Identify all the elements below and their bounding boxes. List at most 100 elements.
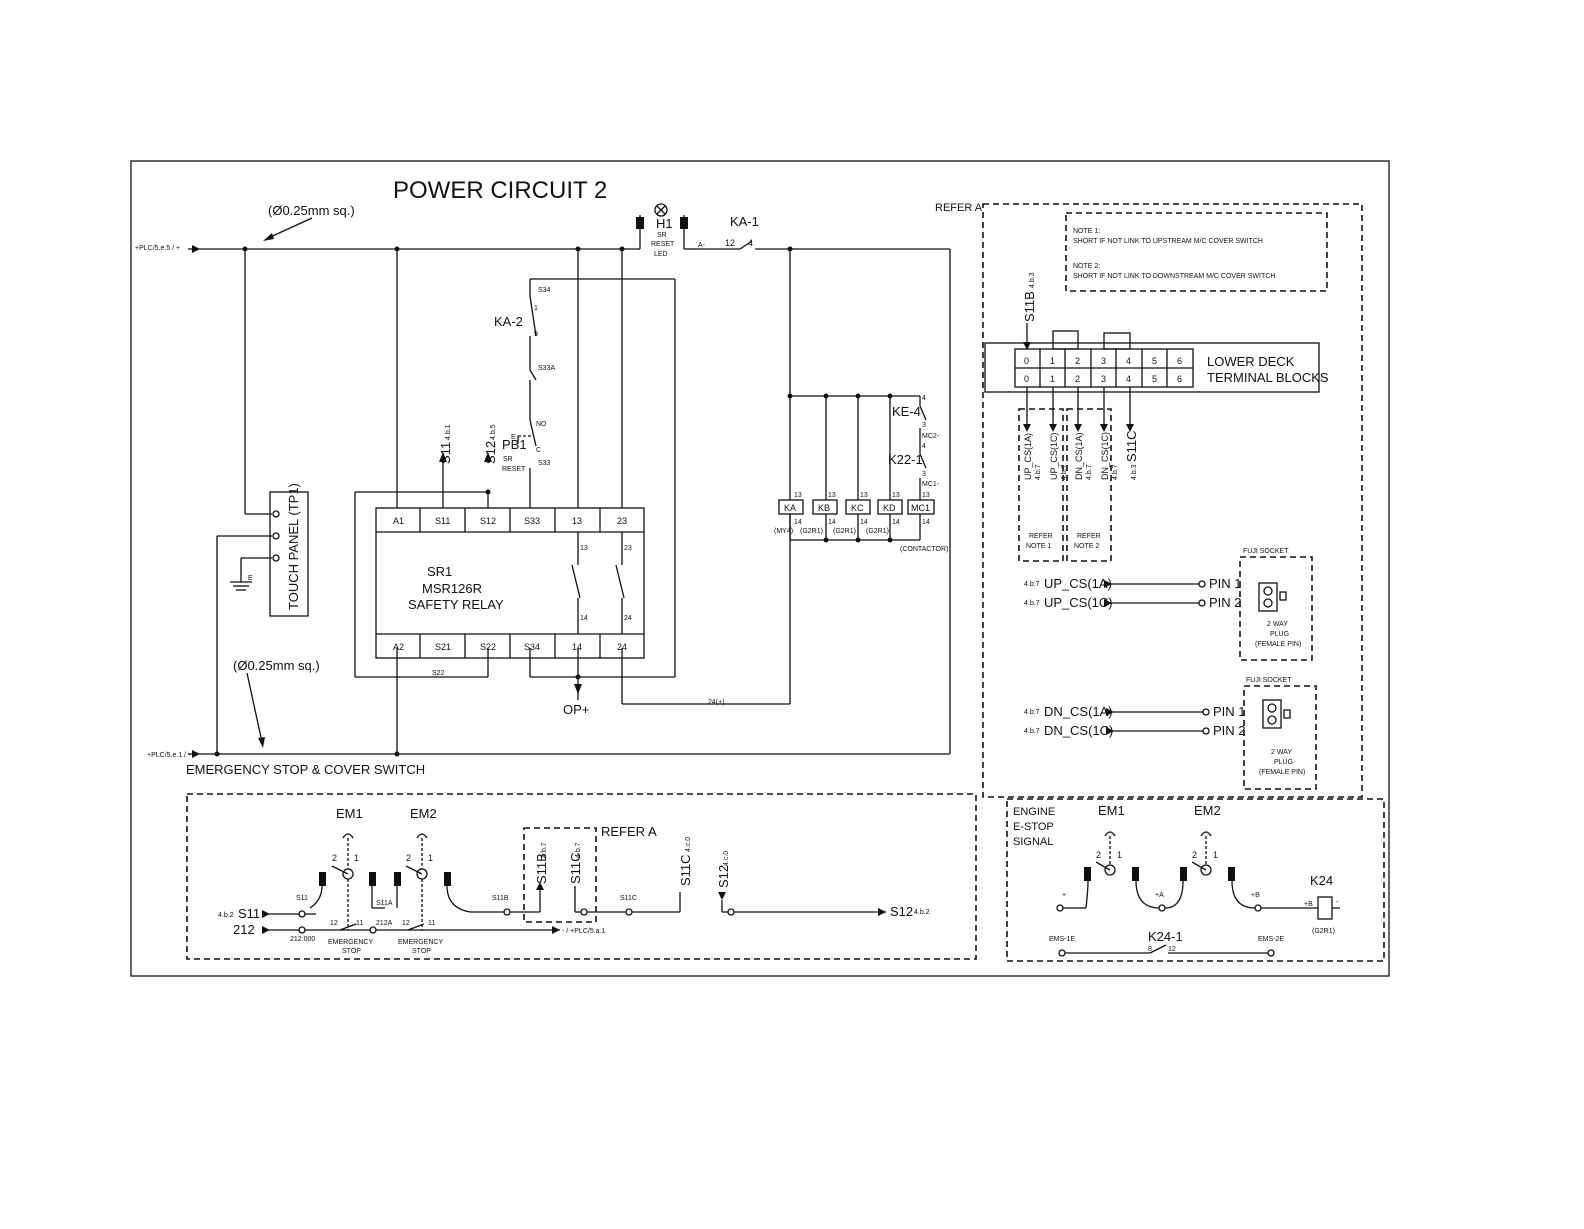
svg-text:SIGNAL: SIGNAL <box>1013 836 1053 848</box>
svg-text:NOTE 1:: NOTE 1: <box>1073 228 1100 235</box>
wire-spec-bottom: (Ø0.25mm sq.) <box>233 658 320 673</box>
notes-box: NOTE 1: SHORT IF NOT LINK TO UPSTREAM M/… <box>1065 212 1328 292</box>
svg-text:A1: A1 <box>393 516 404 526</box>
svg-text:4: 4 <box>1126 356 1131 366</box>
svg-text:S11B: S11B <box>1022 291 1037 322</box>
svg-text:KE-4: KE-4 <box>892 404 921 419</box>
svg-text:A-: A- <box>698 242 706 249</box>
svg-text:(G2R1): (G2R1) <box>833 528 856 535</box>
svg-text:+B: +B <box>1304 901 1313 908</box>
svg-text:S11B: S11B <box>492 895 509 902</box>
engine-estop-circuit: ENGINE E-STOP SIGNAL EM1 EM2 2 1 2 1 + +… <box>1013 803 1340 957</box>
svg-text:4.b.7: 4.b.7 <box>1024 709 1040 716</box>
svg-text:14: 14 <box>828 519 836 526</box>
minus-bus-ref: +PLC/5.e.1 / - <box>147 752 191 759</box>
svg-text:1: 1 <box>354 853 359 863</box>
svg-text:2: 2 <box>1096 850 1101 860</box>
svg-text:0: 0 <box>1024 356 1029 366</box>
svg-text:TERMINAL BLOCKS: TERMINAL BLOCKS <box>1207 370 1329 385</box>
svg-text:PIN 2: PIN 2 <box>1213 723 1246 738</box>
svg-text:MC1: MC1 <box>911 503 930 513</box>
coil-bank: KA KB KC KD MC1 13 13 13 13 13 14 14 14 … <box>774 393 948 553</box>
svg-text:PB1: PB1 <box>502 437 527 452</box>
svg-text:UP_CS(1C): UP_CS(1C) <box>1044 595 1113 610</box>
svg-text:14: 14 <box>922 519 930 526</box>
svg-text:K24: K24 <box>1310 873 1333 888</box>
svg-text:13: 13 <box>572 516 582 526</box>
svg-text:(CONTACTOR): (CONTACTOR) <box>900 546 948 553</box>
svg-text:UP_CS(1A): UP_CS(1A) <box>1023 433 1033 480</box>
svg-text:3: 3 <box>922 471 926 478</box>
svg-text:3: 3 <box>1101 374 1106 384</box>
svg-text:14: 14 <box>580 615 588 622</box>
wire-spec-top: (Ø0.25mm sq.) <box>268 203 355 218</box>
svg-text:4.b.7: 4.b.7 <box>1024 728 1040 735</box>
svg-text:2 WAY: 2 WAY <box>1271 749 1292 756</box>
svg-text:REFER: REFER <box>1029 533 1053 540</box>
ka1-contact: KA-1 12 4 <box>725 214 759 250</box>
svg-text:12: 12 <box>330 920 338 927</box>
svg-text:K22-1: K22-1 <box>888 452 923 467</box>
svg-text:1: 1 <box>1050 374 1055 384</box>
svg-text:MC2-: MC2- <box>922 433 940 440</box>
relay-name: SAFETY RELAY <box>408 597 504 612</box>
svg-text:4.c.0: 4.c.0 <box>723 851 730 866</box>
svg-text:2: 2 <box>1075 374 1080 384</box>
svg-text:K24-1: K24-1 <box>1148 929 1183 944</box>
svg-text:KC: KC <box>851 503 864 513</box>
svg-text:13: 13 <box>860 492 868 499</box>
svg-text:1: 1 <box>1050 356 1055 366</box>
svg-text:S11: S11 <box>435 516 450 526</box>
svg-text:S22: S22 <box>432 670 445 677</box>
svg-text:EMERGENCY: EMERGENCY <box>398 939 443 946</box>
svg-text:KB: KB <box>818 503 830 513</box>
svg-text:9: 9 <box>534 331 538 338</box>
svg-text:REFER A: REFER A <box>601 824 657 839</box>
refer-a-label: REFER A <box>935 202 983 214</box>
svg-text:S22: S22 <box>480 642 496 652</box>
svg-text:SR: SR <box>657 232 667 239</box>
svg-text:EM1: EM1 <box>336 806 363 821</box>
svg-text:1: 1 <box>1117 850 1122 860</box>
svg-text:4: 4 <box>922 443 926 450</box>
svg-text:(MY4): (MY4) <box>774 528 793 535</box>
svg-text:SHORT IF NOT LINK TO DOWNSTREA: SHORT IF NOT LINK TO DOWNSTREAM M/C COVE… <box>1073 273 1275 280</box>
svg-text:RESET: RESET <box>502 466 526 473</box>
sheet-border <box>130 160 1390 977</box>
svg-text:4.b.7: 4.b.7 <box>575 842 582 858</box>
svg-text:4: 4 <box>922 395 926 402</box>
svg-text:A2: A2 <box>393 642 404 652</box>
fuji-socket-upstream: FUJI SOCKET 2 WAY PLUG (FEMALE PIN) 4.b.… <box>1024 548 1313 661</box>
svg-text:2: 2 <box>406 853 411 863</box>
svg-text:11: 11 <box>428 920 435 927</box>
svg-text:(FEMALE PIN): (FEMALE PIN) <box>1255 641 1301 648</box>
svg-text:S33A: S33A <box>538 365 555 372</box>
emergency-stop-box <box>186 793 977 960</box>
svg-text:EM1: EM1 <box>1098 803 1125 818</box>
svg-text:NOTE 2:: NOTE 2: <box>1073 263 1100 270</box>
svg-text:LOWER DECK: LOWER DECK <box>1207 354 1295 369</box>
svg-text:4.b.5: 4.b.5 <box>490 424 497 440</box>
svg-text:1: 1 <box>428 853 433 863</box>
svg-text:KA: KA <box>784 503 796 513</box>
svg-text:212: 212 <box>233 922 255 937</box>
svg-text:14: 14 <box>892 519 900 526</box>
svg-text:E-STOP: E-STOP <box>1013 821 1054 833</box>
svg-text:S12: S12 <box>890 904 913 919</box>
svg-text:S11A: S11A <box>376 900 393 907</box>
fuji-socket-downstream: FUJI SOCKET 2 WAY PLUG (FEMALE PIN) 4.b.… <box>1024 677 1317 790</box>
svg-text:S21: S21 <box>435 642 451 652</box>
svg-text:S12: S12 <box>480 516 496 526</box>
signal-s11: S11 <box>438 442 453 464</box>
svg-text:REFER: REFER <box>1077 533 1101 540</box>
relay-tag: SR1 <box>427 564 452 579</box>
svg-text:LED: LED <box>654 251 668 258</box>
svg-text:5: 5 <box>1152 356 1157 366</box>
svg-text:24: 24 <box>624 615 632 622</box>
svg-text:NO: NO <box>536 421 547 428</box>
svg-text:23: 23 <box>617 516 627 526</box>
svg-text:S11C: S11C <box>620 895 637 902</box>
sr-reset-led: H1 SR RESET LED A- <box>636 203 706 258</box>
svg-text:ENGINE: ENGINE <box>1013 806 1055 818</box>
